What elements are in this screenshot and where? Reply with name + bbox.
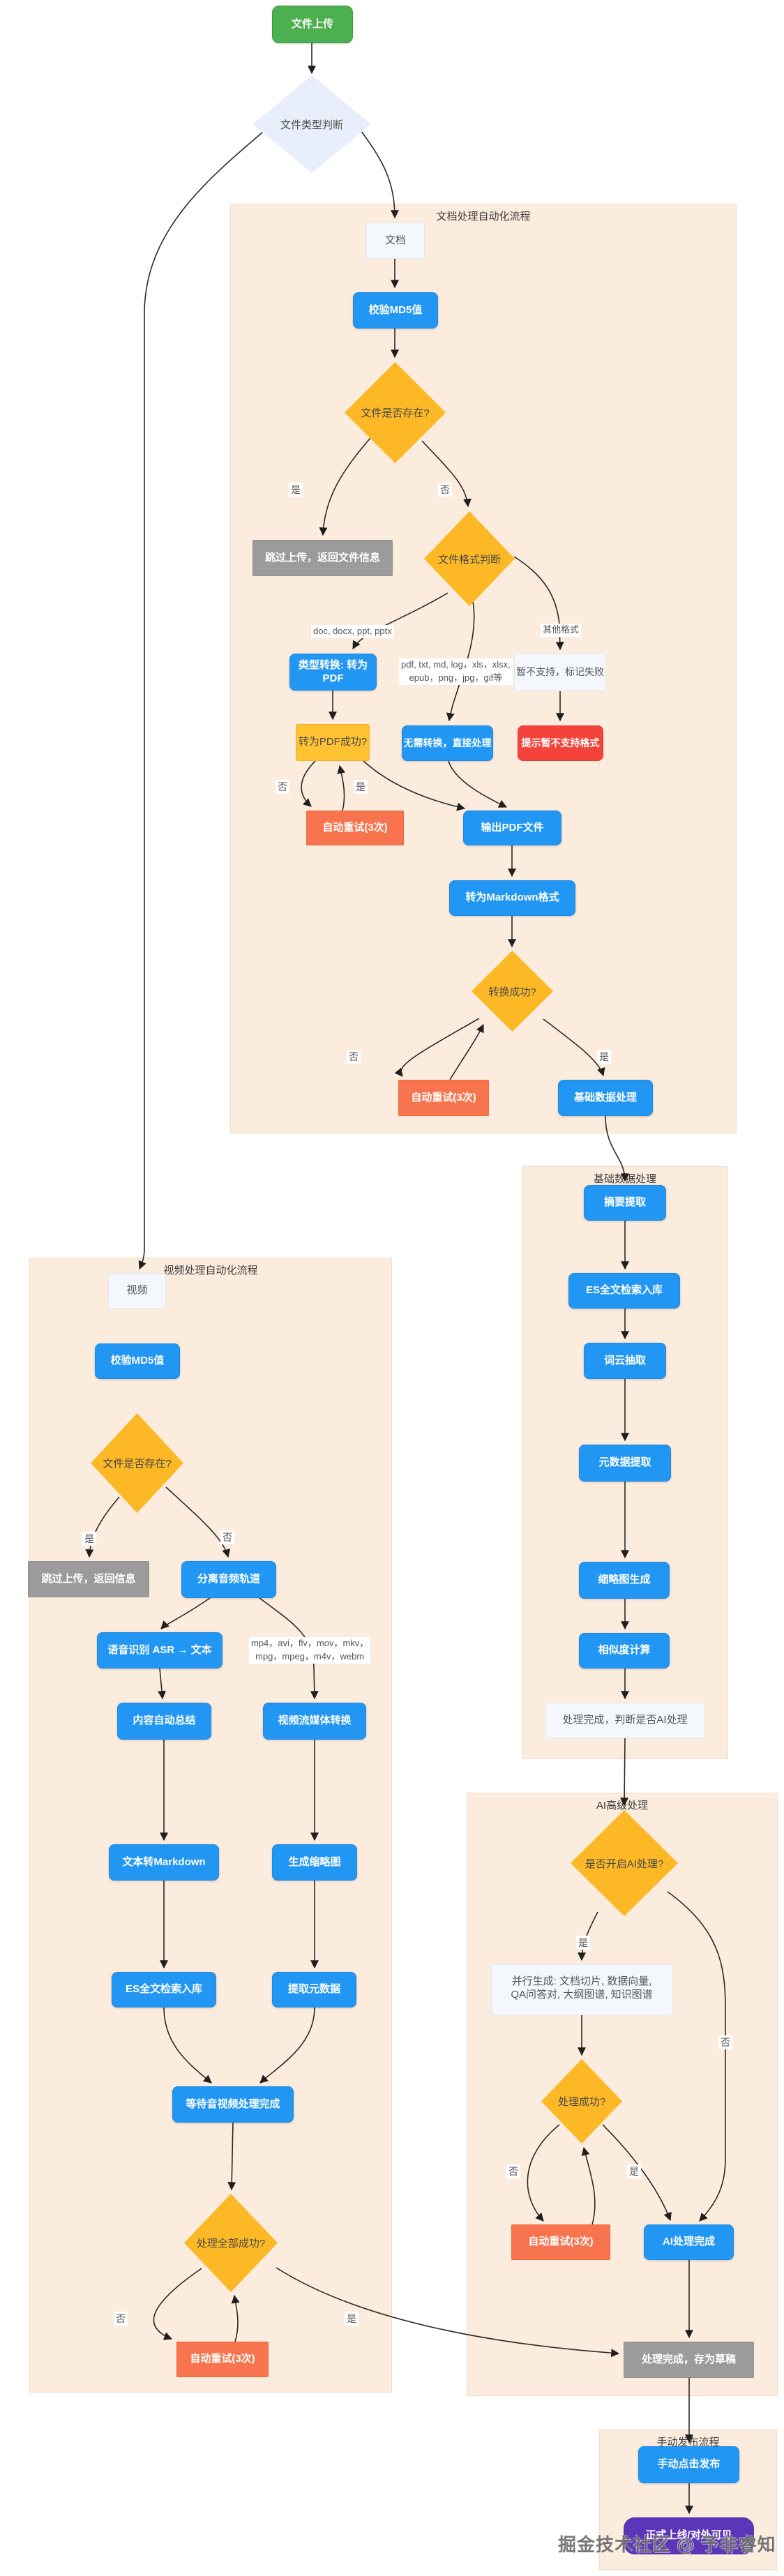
node-video-es-index: ES全文检索入库 xyxy=(112,1972,216,2008)
node-unsupported-notice: 提示暂不支持格式 xyxy=(518,725,603,761)
node-file-upload: 文件上传 xyxy=(272,6,353,43)
node-asr: 语音识别 ASR → 文本 xyxy=(97,1632,223,1669)
node-es-index: ES全文检索入库 xyxy=(568,1273,680,1309)
node-retry-video: 自动重试(3次) xyxy=(176,2342,269,2377)
node-thumbnail-generate: 缩略图生成 xyxy=(579,1562,670,1599)
node-video-entry: 视频 xyxy=(108,1273,166,1309)
node-retry-pdf: 自动重试(3次) xyxy=(306,811,404,845)
node-pdf-success: 转为PDF成功? xyxy=(296,724,370,761)
edge-label-yes-pdf-ok: 是 xyxy=(354,780,368,794)
node-not-supported-mark: 暂不支持，标记失败 xyxy=(514,654,606,691)
edge-label-no-ai-ok: 否 xyxy=(506,2164,520,2179)
format-video-line1: mp4，avi，flv，mov，mkv， xyxy=(251,1638,369,1648)
watermark-text: 掘金技术社区 @ 予非睿知 xyxy=(558,2534,776,2555)
node-metadata-extract: 元数据提取 xyxy=(579,1445,671,1482)
edge-label-yes-all-ok: 是 xyxy=(345,2312,359,2326)
format-video-line2: mpg，mpeg，m4v，webm xyxy=(255,1650,365,1662)
edge-label-format-pdf: pdf, txt, md, log，xls，xlsx, epub，png，jpg… xyxy=(399,658,513,685)
node-doc-skip-upload: 跳过上传，返回文件信息 xyxy=(252,540,393,576)
node-gen-thumbnail: 生成缩略图 xyxy=(272,1844,357,1881)
node-basic-process: 基础数据处理 xyxy=(558,1080,653,1116)
edge-label-no-doc-exists: 否 xyxy=(438,483,452,497)
edge-label-no-video-exists: 否 xyxy=(220,1530,234,1545)
node-ai-done: AI处理完成 xyxy=(644,2224,734,2260)
node-extract-metadata: 提取元数据 xyxy=(272,1972,356,2008)
format-pdf-line2: epub，png，jpg，gif等 xyxy=(409,672,503,683)
edge-label-format-video: mp4，avi，flv，mov，mkv， mpg，mpeg，m4v，webm xyxy=(249,1637,371,1664)
node-auto-summary: 内容自动总结 xyxy=(117,1703,211,1740)
node-video-md5: 校验MD5值 xyxy=(95,1343,180,1379)
edge-label-no-md-ok: 否 xyxy=(347,1050,361,1064)
edge-label-no-all-ok: 否 xyxy=(114,2312,128,2326)
node-stream-convert: 视频流媒体转换 xyxy=(263,1703,366,1740)
node-no-convert: 无需转换，直接处理 xyxy=(402,725,493,761)
edge-label-format-other: 其他格式 xyxy=(541,624,582,637)
edge-label-yes-ai-ok: 是 xyxy=(627,2164,641,2179)
node-split-audio: 分离音频轨道 xyxy=(181,1561,276,1598)
node-retry-md: 自动重试(3次) xyxy=(398,1080,489,1116)
node-doc-md5: 校验MD5值 xyxy=(353,292,438,329)
edge-label-yes-doc-exists: 是 xyxy=(289,483,303,497)
parallel-generate-line2: QA问答对, 大纲图谱, 知识图谱 xyxy=(511,1988,653,2001)
node-to-markdown: 转为Markdown格式 xyxy=(449,880,575,916)
edge-label-yes-ai-enabled: 是 xyxy=(576,1936,590,1950)
node-wait-av-done: 等待音视频处理完成 xyxy=(172,2086,294,2123)
format-pdf-line1: pdf, txt, md, log，xls，xlsx, xyxy=(401,659,511,670)
edge-label-format-doc: doc, docx, ppt, pptx xyxy=(311,625,394,638)
node-manual-publish: 手动点击发布 xyxy=(638,2446,739,2483)
node-text-to-markdown: 文本转Markdown xyxy=(109,1844,219,1881)
node-basic-done: 处理完成，判断是否AI处理 xyxy=(545,1703,704,1738)
node-online: 正式上线/对外可见 xyxy=(624,2517,754,2554)
node-wordcloud-extract: 词云抽取 xyxy=(584,1343,666,1379)
node-summary-extract: 摘要提取 xyxy=(584,1185,666,1221)
edge-label-no-ai-enabled: 否 xyxy=(718,2035,732,2050)
node-video-skip-upload: 跳过上传，返回信息 xyxy=(28,1561,149,1597)
edge-label-yes-video-exists: 是 xyxy=(82,1532,96,1546)
node-parallel-generate: 并行生成: 文档切片, 数据向量, QA问答对, 大纲图谱, 知识图谱 xyxy=(491,1964,672,2015)
section-video-flow: 视频处理自动化流程 xyxy=(29,1258,392,2393)
parallel-generate-line1: 并行生成: 文档切片, 数据向量, xyxy=(511,1975,652,1987)
edge-label-yes-md-ok: 是 xyxy=(597,1050,611,1064)
node-similarity-calc: 相似度计算 xyxy=(579,1633,670,1669)
node-retry-ai: 自动重试(3次) xyxy=(511,2224,610,2260)
node-doc-entry: 文档 xyxy=(366,223,425,259)
edge-label-no-pdf-ok: 否 xyxy=(276,780,289,794)
node-output-pdf: 输出PDF文件 xyxy=(463,811,561,845)
node-save-draft: 处理完成，存为草稿 xyxy=(624,2342,754,2378)
node-convert-to-pdf: 类型转换: 转为PDF xyxy=(289,654,377,691)
